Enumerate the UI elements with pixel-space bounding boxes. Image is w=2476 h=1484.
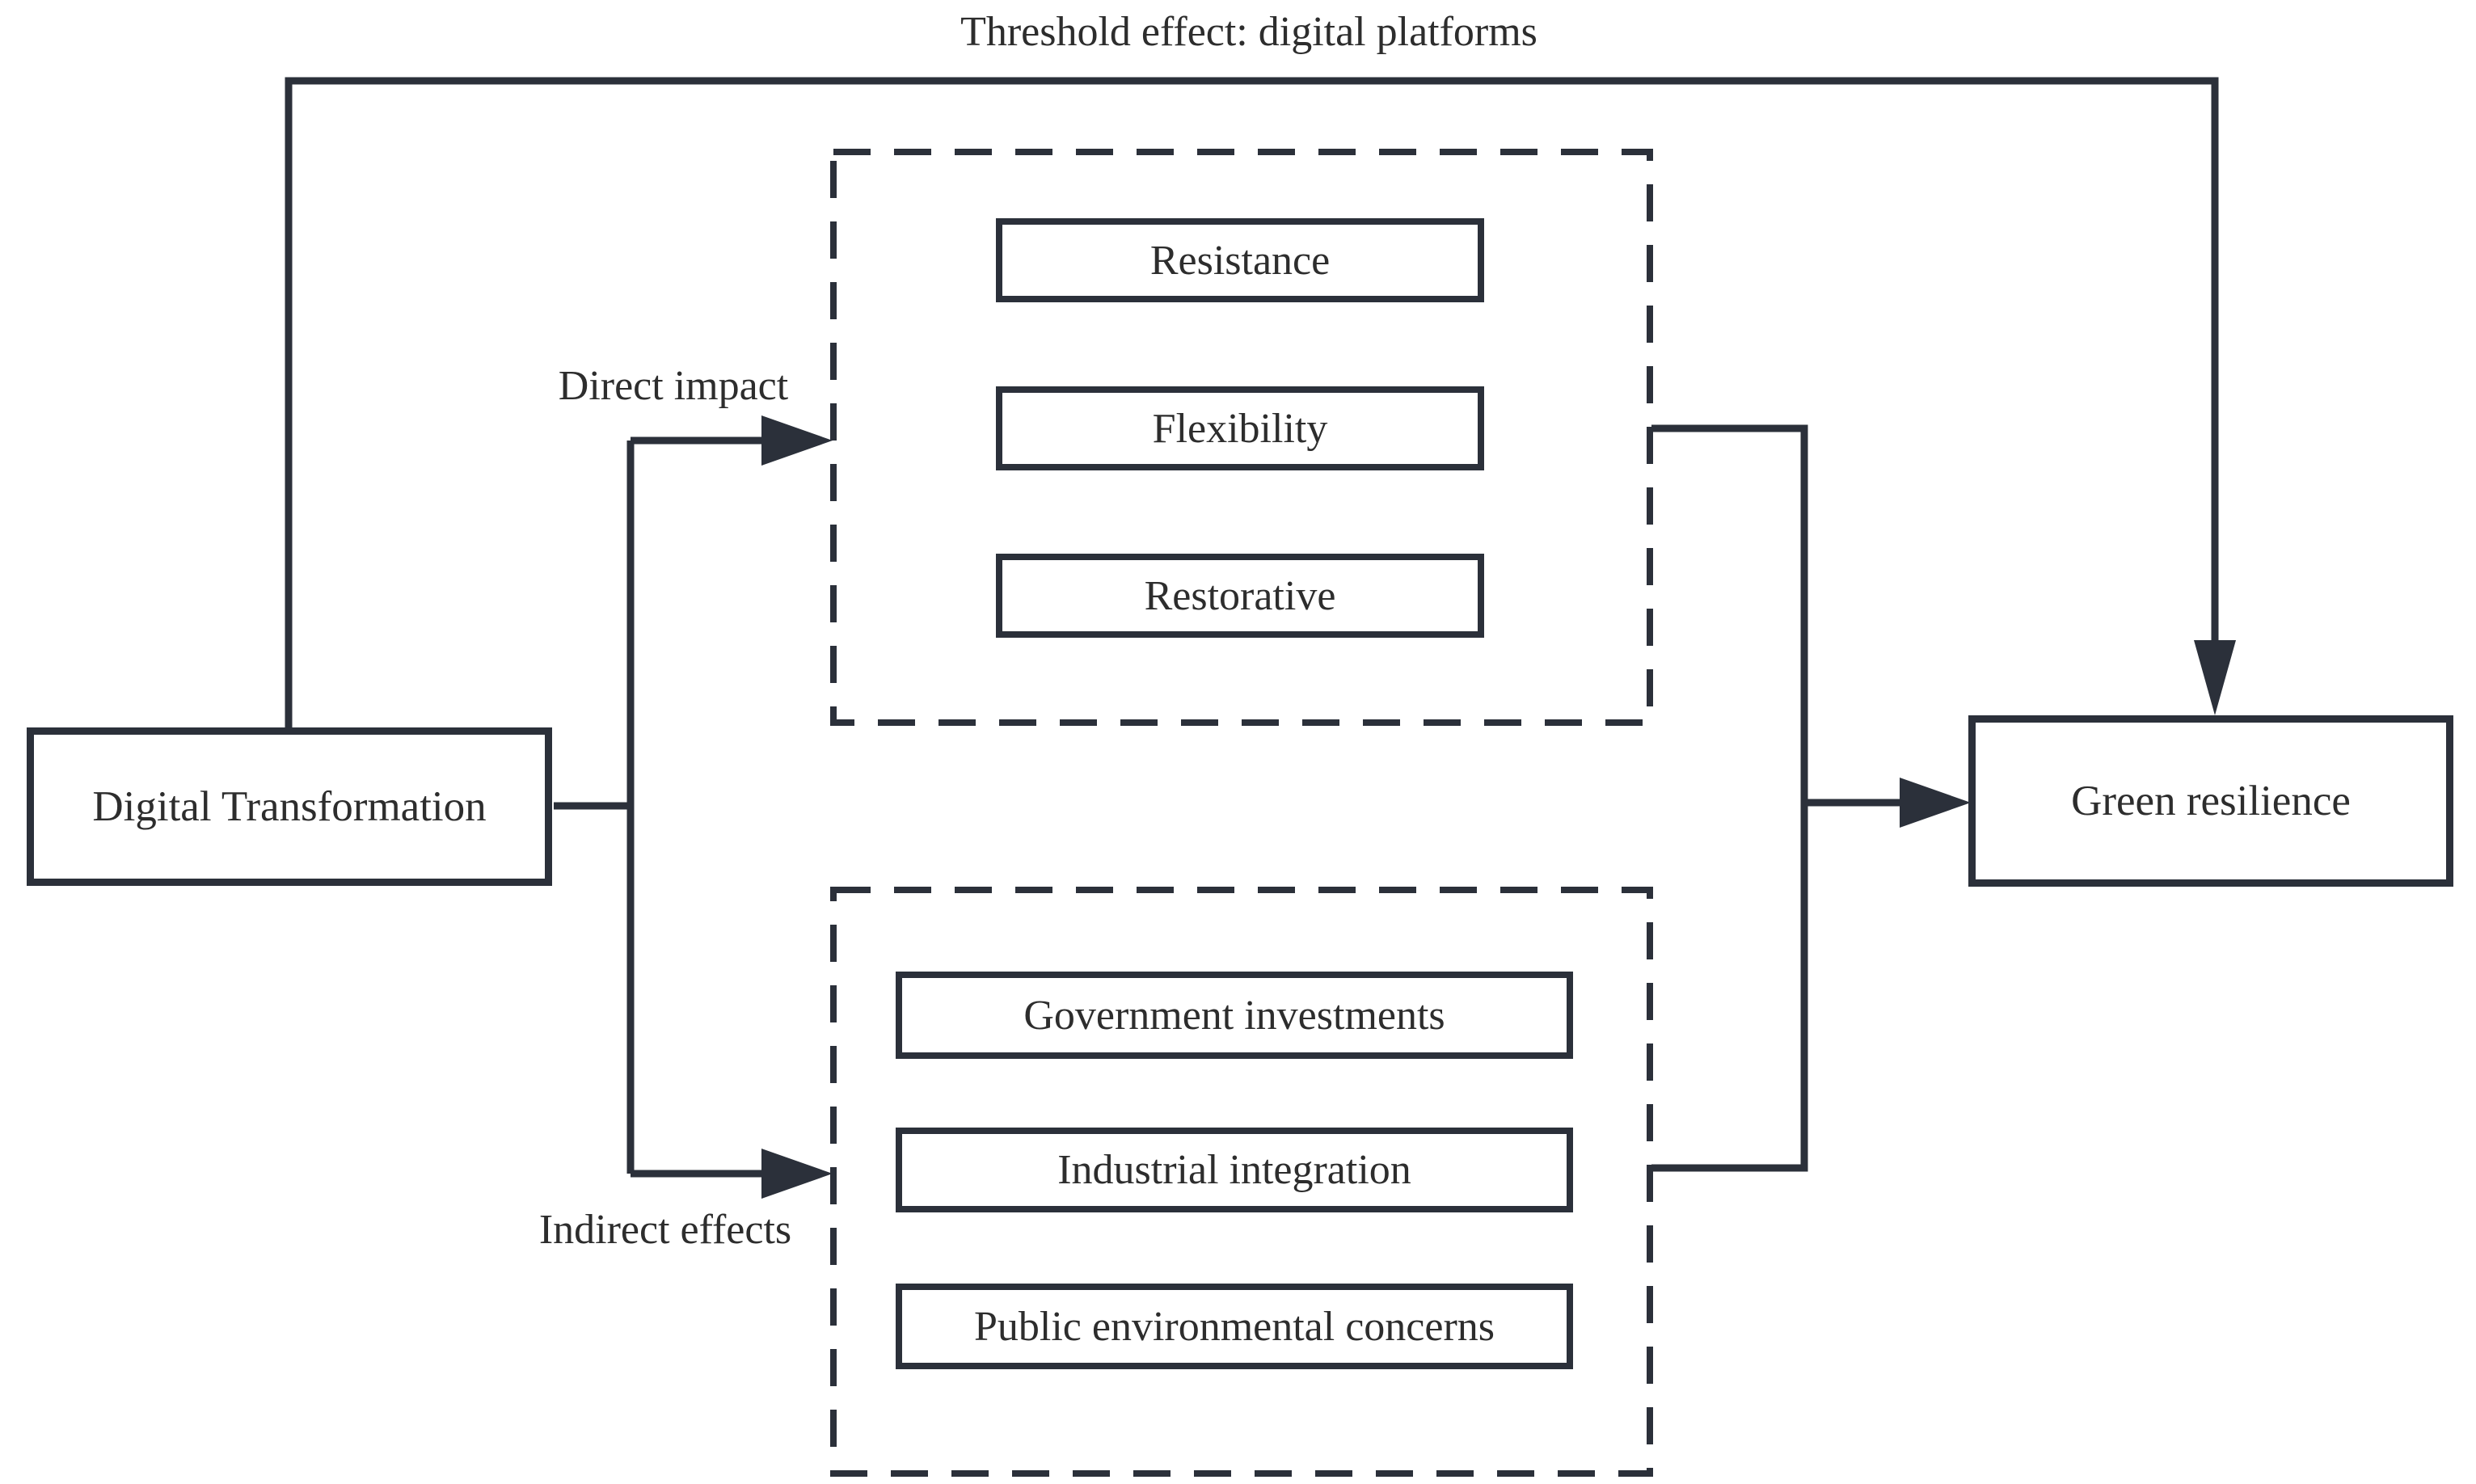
item-government-investments: Government investments [896, 972, 1573, 1059]
flexibility-text: Flexibility [1152, 405, 1328, 452]
item-industrial-integration: Industrial integration [896, 1128, 1573, 1212]
industrial-integration-text: Industrial integration [1057, 1147, 1411, 1193]
node-digital-transformation: Digital Transformation [27, 727, 552, 886]
direct-arrowhead-icon [761, 415, 833, 466]
main-arrowhead-icon [1900, 778, 1971, 828]
direct-group-dashed-frame [830, 149, 1653, 726]
item-flexibility: Flexibility [996, 386, 1484, 470]
government-investments-text: Government investments [1023, 992, 1445, 1039]
item-resistance: Resistance [996, 218, 1484, 302]
collector-connector-line [1651, 424, 1808, 1172]
threshold-connector-line [285, 77, 2219, 731]
node-green-resilience: Green resilience [1968, 715, 2453, 887]
indirect-effects-label: Indirect effects [538, 1207, 792, 1253]
resistance-text: Resistance [1149, 237, 1331, 284]
direct-impact-label: Direct impact [558, 363, 789, 409]
indirect-group-dashed-frame [830, 887, 1653, 1477]
threshold-arrowhead-icon [2194, 640, 2236, 715]
item-public-environmental-concerns: Public environmental concerns [896, 1284, 1573, 1369]
indirect-arrowhead-icon [761, 1149, 833, 1199]
digital-transformation-text: Digital Transformation [92, 783, 487, 830]
item-restorative: Restorative [996, 554, 1484, 638]
restorative-text: Restorative [1144, 572, 1336, 619]
public-environmental-concerns-text: Public environmental concerns [973, 1303, 1495, 1350]
threshold-effect-label: Threshold effect: digital platforms [960, 9, 1537, 55]
green-resilience-text: Green resilience [2071, 778, 2351, 824]
